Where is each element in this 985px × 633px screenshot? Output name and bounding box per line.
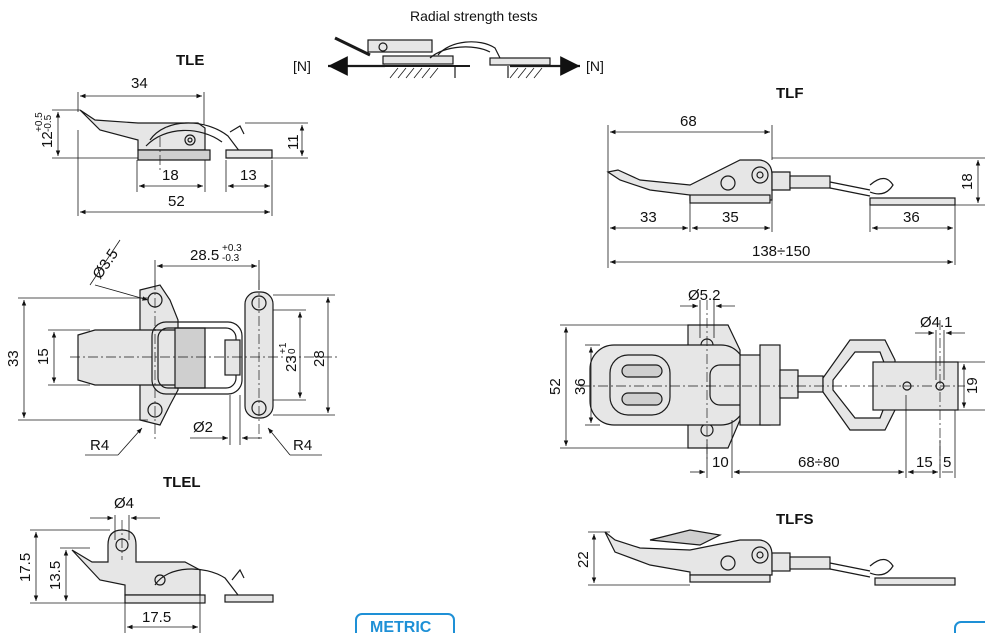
- tlf-top-view: Ø5.2 Ø4.1 52 36 19: [547, 287, 985, 478]
- metric-badge: METRIC: [355, 613, 455, 633]
- radial-test-figure: Radial strength tests [N] [N]: [293, 8, 604, 79]
- dim-tlfs-22: 22: [575, 551, 592, 568]
- label-tlel: TLEL: [163, 474, 201, 491]
- tlf-side-view: TLF 68 18 33 35 36: [606, 85, 985, 268]
- dim-top-r4-right: R4: [293, 437, 312, 454]
- tle-side-view: TLE 34 12 +0.5 -0.5 11: [34, 52, 308, 216]
- dim-tlf-d41: Ø4.1: [920, 314, 953, 331]
- dim-top-r4-left: R4: [90, 437, 109, 454]
- dim-tle-12-tol-up: +0.5: [34, 112, 45, 132]
- dim-tlf-68: 68: [680, 113, 697, 130]
- tlfs-view: TLFS 22: [575, 511, 956, 586]
- dim-tlf-68-80: 68÷80: [798, 454, 840, 471]
- label-tle: TLE: [176, 52, 204, 69]
- dim-top-23-tol-up: +1: [278, 342, 289, 354]
- dim-tlf-19: 19: [964, 377, 981, 394]
- dim-tlf-52: 52: [547, 378, 564, 395]
- dim-tlel-d4: Ø4: [114, 495, 134, 512]
- force-label-right: [N]: [586, 58, 604, 74]
- dim-tle-52: 52: [168, 193, 185, 210]
- dim-tlel-175: 17.5: [17, 553, 34, 582]
- dim-tle-12: 12: [39, 131, 56, 148]
- dim-top-285-tol-dn: -0.3: [222, 253, 240, 264]
- dim-tlf-138-150: 138÷150: [752, 243, 810, 260]
- dim-tlf-10: 10: [712, 454, 729, 471]
- dim-top-285: 28.5: [190, 247, 219, 264]
- dim-tle-12-tol-dn: -0.5: [43, 114, 54, 132]
- dim-top-23-tol-dn: 0: [287, 348, 298, 354]
- dim-top-28: 28: [311, 350, 328, 367]
- dim-tlf-d52: Ø5.2: [688, 287, 721, 304]
- dim-tle-18: 18: [162, 167, 179, 184]
- dim-tlf-18: 18: [959, 173, 976, 190]
- dim-tlf-33: 33: [640, 209, 657, 226]
- corner-badge: [954, 621, 985, 633]
- dim-tle-13: 13: [240, 167, 257, 184]
- tlel-view: TLEL Ø4 17.5 13.5 17.5: [17, 474, 274, 633]
- force-label-left: [N]: [293, 58, 311, 74]
- dim-top-d2: Ø2: [193, 419, 213, 436]
- label-tlf: TLF: [776, 85, 804, 102]
- tle-top-view: Ø3.5 28.5 +0.3 -0.3 33 15 23 +1 0: [5, 239, 340, 456]
- dim-tlel-175-bottom: 17.5: [142, 609, 171, 626]
- dim-top-15: 15: [35, 348, 52, 365]
- dim-tlel-135: 13.5: [47, 561, 64, 590]
- dim-tle-34: 34: [131, 75, 148, 92]
- dim-tlf-36v: 36: [572, 378, 589, 395]
- dim-tle-11: 11: [285, 134, 302, 150]
- dim-tlf-36: 36: [903, 209, 920, 226]
- dim-top-23: 23: [283, 355, 300, 372]
- dim-tlf-15: 15: [916, 454, 933, 471]
- dim-top-d35: Ø3.5: [89, 246, 122, 282]
- caption-radial-strength: Radial strength tests: [410, 8, 538, 24]
- label-tlfs: TLFS: [776, 511, 814, 528]
- metric-badge-text: METRIC: [370, 619, 432, 633]
- dim-tlf-35: 35: [722, 209, 739, 226]
- dim-top-285-tol-up: +0.3: [222, 243, 242, 254]
- dim-top-33: 33: [5, 350, 22, 367]
- dim-tlf-5: 5: [943, 454, 951, 471]
